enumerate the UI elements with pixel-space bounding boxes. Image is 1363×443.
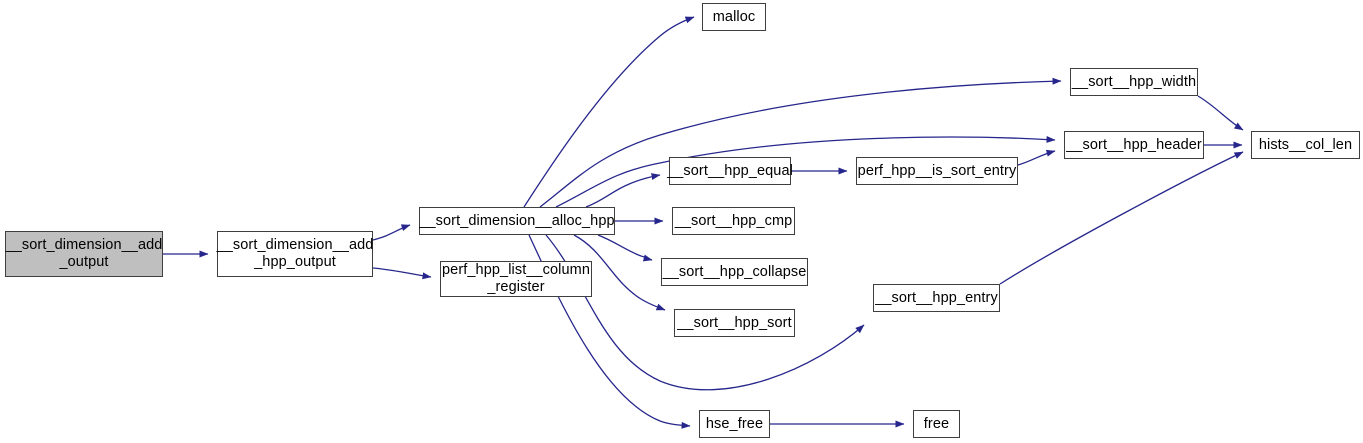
node-add_hpp_output[interactable]: __sort_dimension__add _hpp_output <box>217 231 373 277</box>
node-alloc_hpp[interactable]: __sort_dimension__alloc_hpp <box>419 207 615 235</box>
node-add_output[interactable]: __sort_dimension__add _output <box>5 231 163 277</box>
edge-add_hpp_output-to-alloc_hpp <box>372 224 411 241</box>
node-hpp_width[interactable]: __sort__hpp_width <box>1070 68 1198 96</box>
node-hpp_sort[interactable]: __sort__hpp_sort <box>674 309 795 337</box>
edge-is_sort_entry-to-hpp_header <box>1017 149 1056 166</box>
node-label-hpp_cmp: __sort__hpp_cmp <box>674 212 793 229</box>
node-hpp_header[interactable]: __sort__hpp_header <box>1064 131 1204 159</box>
edge-alloc_hpp-to-hpp_header <box>555 136 1056 208</box>
node-label-col_len: hists__col_len <box>1258 136 1353 153</box>
edge-alloc_hpp-to-hpp_sort <box>573 234 666 311</box>
node-label-free: free <box>923 415 950 432</box>
node-label-hpp_sort: __sort__hpp_sort <box>677 314 792 331</box>
node-free[interactable]: free <box>913 410 960 438</box>
node-label-add_hpp_output: __sort_dimension__add _hpp_output <box>216 237 374 270</box>
node-hpp_collapse[interactable]: __sort__hpp_collapse <box>661 258 808 286</box>
node-col_len[interactable]: hists__col_len <box>1251 131 1360 159</box>
edge-alloc_hpp-to-hpp_equal <box>585 173 661 208</box>
node-label-is_sort_entry: perf_hpp__is_sort_entry <box>857 162 1017 179</box>
edge-alloc_hpp-to-hpp_width <box>539 77 1062 208</box>
node-label-hse_free: hse_free <box>705 415 764 432</box>
edge-hpp_entry-to-col_len <box>999 151 1244 285</box>
node-label-hpp_width: __sort__hpp_width <box>1071 73 1197 90</box>
node-malloc[interactable]: malloc <box>702 3 766 31</box>
node-label-alloc_hpp: __sort_dimension__alloc_hpp <box>419 212 615 229</box>
node-hpp_entry[interactable]: __sort__hpp_entry <box>873 284 1000 312</box>
node-label-hpp_header: __sort__hpp_header <box>1066 136 1202 153</box>
node-label-column_register: perf_hpp_list__column _register <box>442 262 590 295</box>
node-hpp_cmp[interactable]: __sort__hpp_cmp <box>672 207 795 235</box>
node-column_register[interactable]: perf_hpp_list__column _register <box>440 261 592 297</box>
edge-alloc_hpp-to-malloc <box>523 16 695 208</box>
edge-alloc_hpp-to-hpp_collapse <box>597 234 653 262</box>
node-label-hpp_entry: __sort__hpp_entry <box>875 289 998 306</box>
node-label-hpp_equal: __sort__hpp_equal <box>667 162 793 179</box>
node-hpp_equal[interactable]: __sort__hpp_equal <box>667 157 793 185</box>
node-hse_free[interactable]: hse_free <box>699 410 770 438</box>
edge-hpp_width-to-col_len <box>1197 95 1244 131</box>
node-label-malloc: malloc <box>712 8 756 25</box>
node-is_sort_entry[interactable]: perf_hpp__is_sort_entry <box>856 157 1018 185</box>
edge-add_hpp_output-to-column_register <box>372 267 432 280</box>
node-label-add_output: __sort_dimension__add _output <box>5 237 163 270</box>
node-label-hpp_collapse: __sort__hpp_collapse <box>662 263 807 280</box>
